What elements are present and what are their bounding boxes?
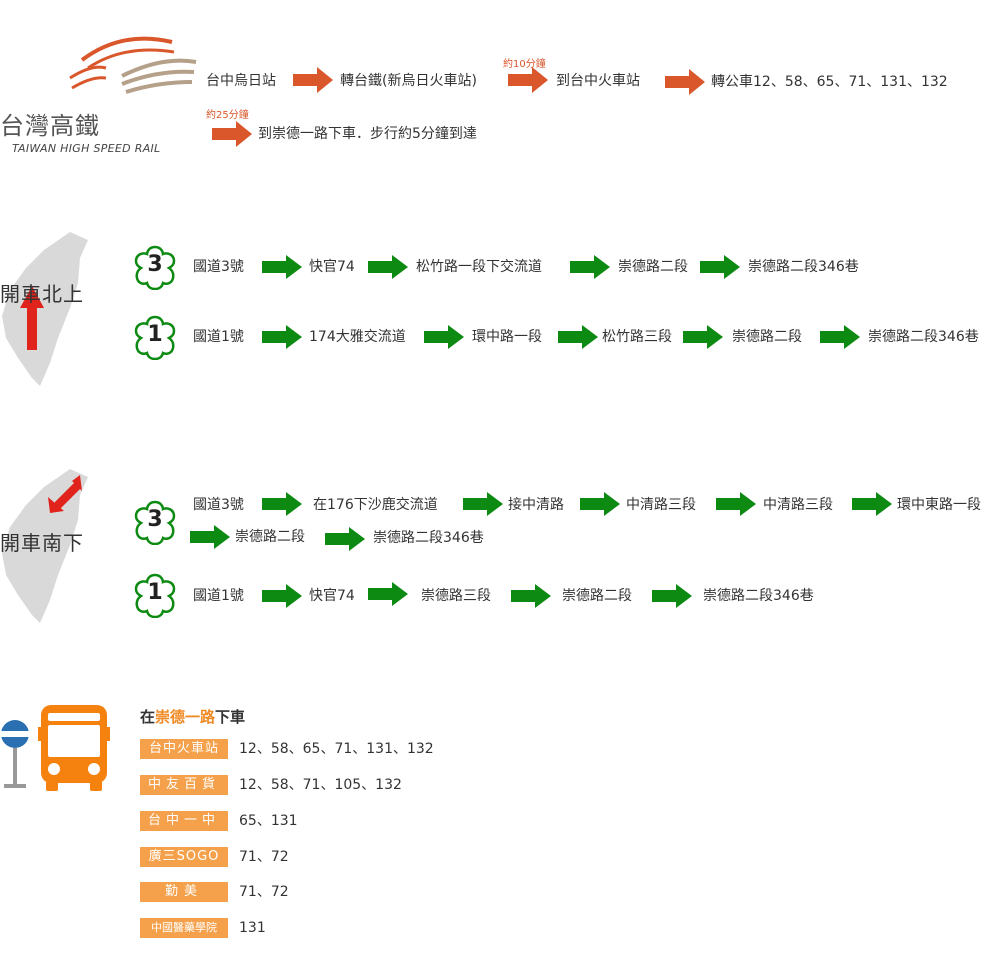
green-arrow-icon [262, 325, 302, 349]
green-arrow-icon [424, 325, 464, 349]
bus-stop-badge: 中友百貨 [140, 775, 228, 795]
bus-title-suffix: 下車 [215, 708, 246, 726]
north-r1-step-6: 崇德路二段346巷 [868, 329, 979, 345]
hsr-logo-icon [69, 36, 197, 94]
green-arrow-icon [570, 255, 610, 279]
north-r1-step-5: 崇德路二段 [732, 329, 802, 345]
green-arrow-icon [558, 325, 598, 349]
hsr-step-tra: 轉台鐵(新烏日火車站) [340, 73, 477, 89]
north-r1-step-2: 174大雅交流道 [309, 329, 406, 345]
green-arrow-icon [652, 584, 692, 608]
hsr-step-taichung-station: 到台中火車站 [556, 73, 640, 89]
green-arrow-icon [262, 492, 302, 516]
south-r3-step-8: 崇德路二段346巷 [373, 530, 484, 546]
south-r1-step-4: 崇德路二段 [562, 588, 632, 604]
freeway-1-number: 1 [147, 322, 163, 347]
bus-title-prefix: 在 [140, 708, 156, 726]
bus-stop-badge: 台中火車站 [140, 739, 228, 759]
hsr-logo-subtitle: TAIWAN HIGH SPEED RAIL [12, 142, 161, 155]
freeway-3-number: 3 [147, 507, 163, 532]
hsr-step-walk: 到崇德一路下車．步行約5分鐘到達 [258, 126, 477, 142]
south-r3-step-4: 中清路三段 [626, 497, 696, 513]
orange-arrow-icon [293, 67, 333, 93]
bus-stop-badge: 勤美 [140, 882, 228, 902]
bus-title-highlight: 崇德一路 [155, 708, 216, 726]
north-r3-step-1: 國道3號 [193, 259, 244, 275]
bus-stop-badge: 廣三SOGO [140, 847, 228, 867]
hsr-step-station: 台中烏日站 [206, 73, 276, 89]
orange-arrow-icon [665, 69, 705, 95]
bus-stop-routes: 71、72 [239, 884, 289, 900]
hsr-logo-title: 台灣高鐵 [0, 112, 100, 140]
freeway-3-number: 3 [147, 252, 163, 277]
hsr-step-bus: 轉公車12、58、65、71、131、132 [711, 74, 948, 90]
bus-stop-sign-icon [1, 720, 29, 788]
bus-stop-badge: 中國醫藥學院 [140, 918, 228, 938]
green-arrow-icon [190, 525, 230, 549]
green-arrow-icon [463, 492, 503, 516]
green-arrow-icon [511, 584, 551, 608]
taiwan-map-south-icon [2, 469, 88, 623]
freeway-1-icon [134, 315, 176, 360]
bus-stop-routes: 71、72 [239, 849, 289, 865]
south-r3-step-1: 國道3號 [193, 497, 244, 513]
north-r3-step-3: 松竹路一段下交流道 [416, 259, 542, 275]
north-r1-step-4: 松竹路三段 [602, 329, 672, 345]
north-label: 開車北上 [0, 282, 84, 306]
south-r1-step-3: 崇德路三段 [421, 588, 491, 604]
green-arrow-icon [368, 255, 408, 279]
freeway-1-number: 1 [147, 580, 163, 605]
green-arrow-icon [368, 582, 408, 606]
bus-stop-badge: 台中一中 [140, 811, 228, 831]
bus-icon [38, 705, 110, 791]
freeway-3-icon [134, 500, 176, 545]
south-r3-step-7: 崇德路二段 [235, 529, 305, 545]
bus-stop-routes: 65、131 [239, 813, 298, 829]
north-r3-step-2: 快官74 [309, 259, 355, 275]
hsr-note-25min: 約25分鐘 [206, 110, 249, 121]
freeway-1-icon [134, 573, 176, 618]
green-arrow-icon [716, 492, 756, 516]
north-r3-step-5: 崇德路二段346巷 [748, 259, 859, 275]
south-r1-step-2: 快官74 [309, 588, 355, 604]
hsr-note-10min: 約10分鐘 [503, 59, 546, 70]
south-r1-step-1: 國道1號 [193, 588, 244, 604]
green-arrow-icon [325, 527, 365, 551]
taiwan-map-north-icon [2, 232, 88, 386]
south-r3-step-2: 在176下沙鹿交流道 [313, 497, 438, 513]
north-r3-step-4: 崇德路二段 [618, 259, 688, 275]
green-arrow-icon [820, 325, 860, 349]
south-r3-step-3: 接中清路 [508, 497, 564, 513]
orange-arrow-icon [212, 121, 252, 147]
orange-arrow-icon [508, 67, 548, 93]
bus-stop-routes: 12、58、71、105、132 [239, 777, 402, 793]
bus-stop-routes: 131 [239, 920, 266, 936]
north-r1-step-3: 環中路一段 [472, 329, 542, 345]
north-r1-step-1: 國道1號 [193, 329, 244, 345]
south-r3-step-5: 中清路三段 [763, 497, 833, 513]
green-arrow-icon [262, 584, 302, 608]
south-label: 開車南下 [0, 531, 84, 555]
green-arrow-icon [683, 325, 723, 349]
south-r1-step-5: 崇德路二段346巷 [703, 588, 814, 604]
bus-title: 在崇德一路下車 [140, 706, 245, 727]
green-arrow-icon [700, 255, 740, 279]
green-arrow-icon [852, 492, 892, 516]
south-r3-step-6: 環中東路一段 [897, 497, 981, 513]
green-arrow-icon [580, 492, 620, 516]
freeway-3-icon [134, 245, 176, 290]
green-arrow-icon [262, 255, 302, 279]
bus-stop-routes: 12、58、65、71、131、132 [239, 741, 434, 757]
